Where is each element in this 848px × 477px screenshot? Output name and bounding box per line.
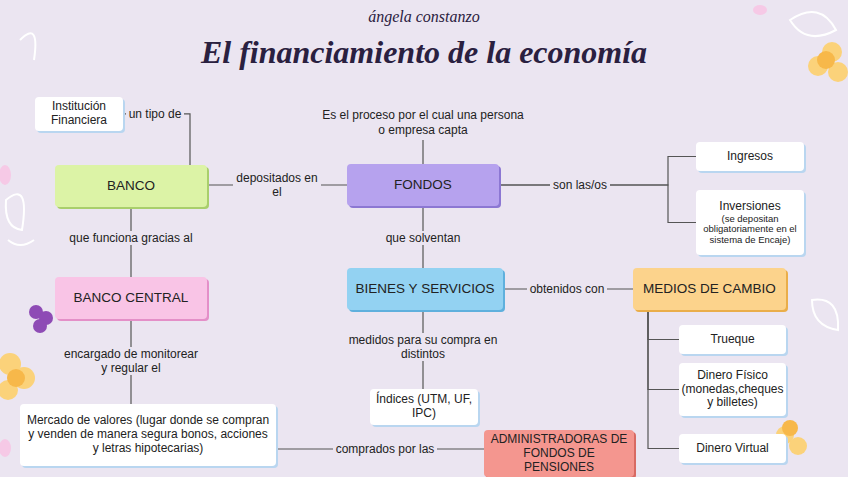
edge-label: que funciona gracias al xyxy=(66,231,195,245)
box-text: FONDOS xyxy=(394,177,452,193)
edge-label: obtenidos con xyxy=(527,282,608,296)
detail-box: Institución Financiera xyxy=(35,97,123,131)
edge-label: que solventan xyxy=(383,231,464,245)
concept-box: BANCO xyxy=(55,165,207,207)
connector xyxy=(648,310,679,390)
detail-box: Ingresos xyxy=(696,142,804,171)
author: ángela constanzo xyxy=(274,8,574,26)
edge-label: encargado de monitorear y regular el xyxy=(58,347,204,376)
concept-box: MEDIOS DE CAMBIO xyxy=(633,268,786,310)
detail-box: Trueque xyxy=(679,325,786,354)
connector xyxy=(123,114,190,165)
edge-label: medidos para su compra en distintos xyxy=(325,333,521,362)
concept-box: BANCO CENTRAL xyxy=(55,277,207,319)
detail-box: Índices (UTM, UF, IPC) xyxy=(370,389,478,425)
purple-flower xyxy=(29,305,53,333)
box-text: Inversiones xyxy=(719,200,780,214)
box-text: BANCO xyxy=(107,178,155,194)
connector xyxy=(648,310,679,449)
title: El financiamiento de la economía xyxy=(124,34,724,71)
concept-box: FONDOS xyxy=(347,164,499,206)
box-text: Trueque xyxy=(710,333,754,347)
edge-label: son las/os xyxy=(550,178,610,192)
box-text: BIENES Y SERVICIOS xyxy=(356,281,495,297)
box-note: (se depositan obligatoriamente en el sis… xyxy=(701,214,799,245)
connector xyxy=(648,310,679,340)
box-text: Institución Financiera xyxy=(40,100,118,128)
box-text: BANCO CENTRAL xyxy=(74,290,189,306)
box-text: Dinero Virtual xyxy=(696,442,768,456)
petal xyxy=(0,5,767,457)
leaf xyxy=(6,12,838,330)
edge-label: comprados por las xyxy=(333,442,438,456)
flower xyxy=(0,42,848,455)
concept-box: ADMINISTRADORAS DE FONDOS DE PENSIONES xyxy=(484,430,634,477)
box-text: Mercado de valores (lugar donde se compr… xyxy=(25,414,271,455)
box-text: Dinero Físico (monedas,cheques y billete… xyxy=(681,369,783,410)
leader-line xyxy=(422,140,423,164)
box-text: Ingresos xyxy=(727,150,773,164)
edge-label: depositados en el xyxy=(233,171,321,200)
detail-box: Inversiones(se depositan obligatoriament… xyxy=(696,190,804,255)
detail-box: Dinero Físico (monedas,cheques y billete… xyxy=(679,363,786,416)
detail-box: Dinero Virtual xyxy=(679,434,786,463)
note: Es el proceso por el cual una persona o … xyxy=(318,108,528,138)
detail-box: Mercado de valores (lugar donde se compr… xyxy=(20,404,276,466)
box-text: ADMINISTRADORAS DE FONDOS DE PENSIONES xyxy=(489,433,629,474)
box-text: Índices (UTM, UF, IPC) xyxy=(375,393,473,421)
edge-label: un tipo de xyxy=(126,107,185,121)
concept-box: BIENES Y SERVICIOS xyxy=(347,268,503,310)
box-text: MEDIOS DE CAMBIO xyxy=(643,281,776,297)
